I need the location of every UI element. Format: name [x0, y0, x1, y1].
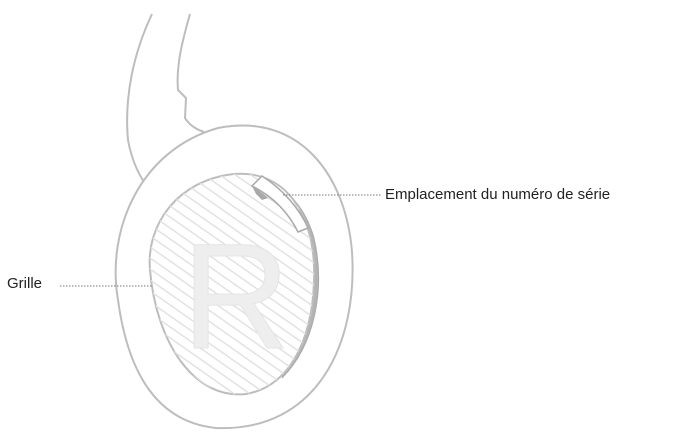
headband: [126, 13, 205, 191]
serial-number-tab: [250, 175, 310, 233]
grille-hatch: [149, 173, 315, 395]
grille-label: Grille: [7, 275, 43, 292]
earcup-letter: R: [182, 212, 290, 380]
serial-location-label: Emplacement du numéro de série: [385, 186, 611, 203]
serial-number-tab-shadow: [252, 186, 268, 200]
